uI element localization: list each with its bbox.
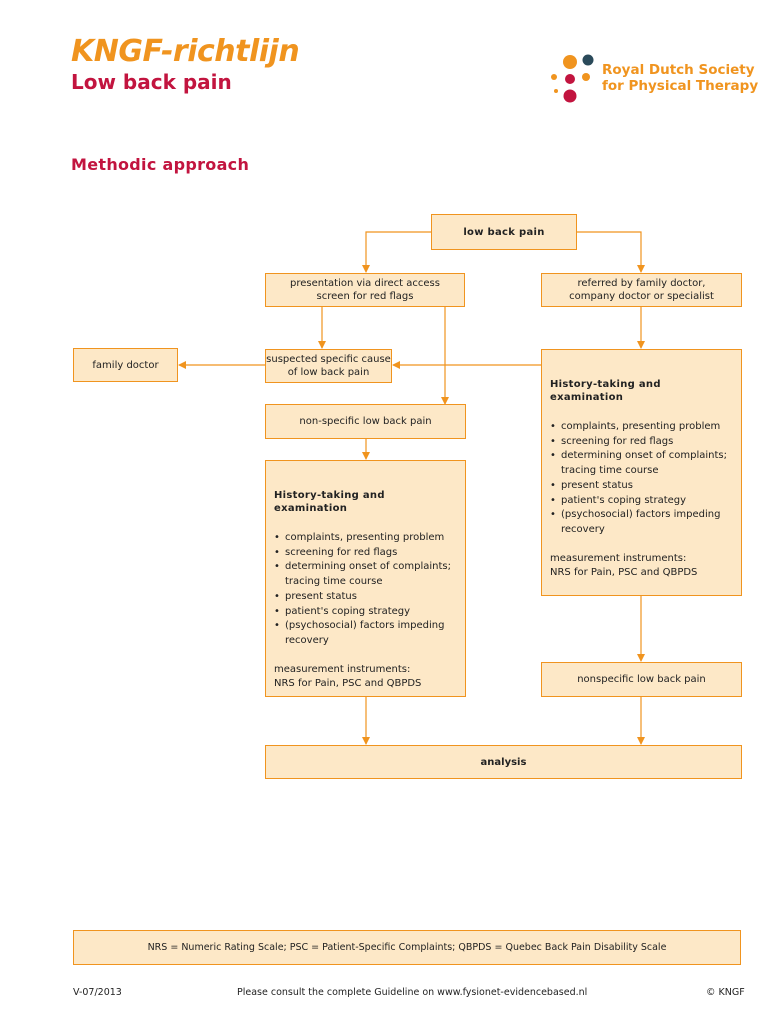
- history-right-item: patient's coping strategy: [550, 494, 733, 509]
- history-right-item: present status: [550, 479, 733, 494]
- logo-line-1: Royal Dutch Society: [602, 62, 755, 78]
- connector-lbp-to-direct: [362, 231, 432, 273]
- footer-copyright: © KNGF: [706, 987, 745, 998]
- history-right-list: complaints, presenting problem screening…: [550, 420, 733, 538]
- node-referred-line1: referred by family doctor,: [577, 278, 706, 289]
- section-title: Methodic approach: [71, 155, 250, 174]
- node-nonspecific-right: nonspecific low back pain: [541, 662, 742, 697]
- node-nonspecific-left: non-specific low back pain: [265, 404, 466, 439]
- history-left-title: History-taking and examination: [274, 490, 385, 514]
- history-left-item: patient's coping strategy: [274, 605, 457, 620]
- node-analysis: analysis: [265, 745, 742, 779]
- history-right-item: screening for red flags: [550, 435, 733, 450]
- brand-title: KNGF-richtlijn: [71, 34, 300, 69]
- history-left-item: complaints, presenting problem: [274, 531, 457, 546]
- connector-lbp-to-referred: [577, 231, 645, 273]
- node-specific-cause: suspected specific cause of low back pai…: [265, 349, 392, 383]
- history-right-item: complaints, presenting problem: [550, 420, 733, 435]
- history-left-list: complaints, presenting problem screening…: [274, 531, 457, 649]
- history-left-item: present status: [274, 590, 457, 605]
- history-right-measurement-label: measurement instruments:: [550, 552, 687, 564]
- logo-wordmark: Royal Dutch Society for Physical Therapy: [602, 62, 758, 94]
- footer-consult-link: Please consult the complete Guideline on…: [237, 987, 588, 998]
- node-history-right: History-taking and examination complaint…: [541, 349, 742, 596]
- kngf-logo-icon: [551, 54, 594, 103]
- history-left-item: screening for red flags: [274, 546, 457, 561]
- history-left-measurement-label: measurement instruments:: [274, 663, 411, 675]
- logo-line-2: for Physical Therapy: [602, 78, 759, 94]
- node-direct-access-line1: presentation via direct access: [290, 278, 440, 289]
- history-right-item: (psychosocial) factors impeding recovery: [550, 508, 733, 537]
- brand-subtitle: Low back pain: [71, 70, 232, 94]
- node-specific-cause-line2: of low back pain: [287, 367, 370, 378]
- history-left-measurement-value: NRS for Pain, PSC and QBPDS: [274, 678, 422, 690]
- abbreviation-legend: NRS = Numeric Rating Scale; PSC = Patien…: [73, 930, 741, 965]
- node-referred-line2: company doctor or specialist: [569, 291, 714, 302]
- node-specific-cause-line1: suspected specific cause: [266, 354, 391, 365]
- node-history-left: History-taking and examination complaint…: [265, 460, 466, 697]
- history-left-item: determining onset of complaints; tracing…: [274, 560, 457, 589]
- node-direct-access: presentation via direct access screen fo…: [265, 273, 465, 307]
- history-right-measurement-value: NRS for Pain, PSC and QBPDS: [550, 567, 698, 579]
- history-left-item: (psychosocial) factors impeding recovery: [274, 619, 457, 648]
- node-low-back-pain: low back pain: [431, 214, 577, 250]
- history-right-item: determining onset of complaints; tracing…: [550, 449, 733, 478]
- node-direct-access-line2: screen for red flags: [316, 291, 414, 302]
- footer-version: V-07/2013: [73, 987, 122, 998]
- node-referred: referred by family doctor, company docto…: [541, 273, 742, 307]
- node-family-doctor: family doctor: [73, 348, 178, 382]
- history-right-title: History-taking and examination: [550, 379, 661, 403]
